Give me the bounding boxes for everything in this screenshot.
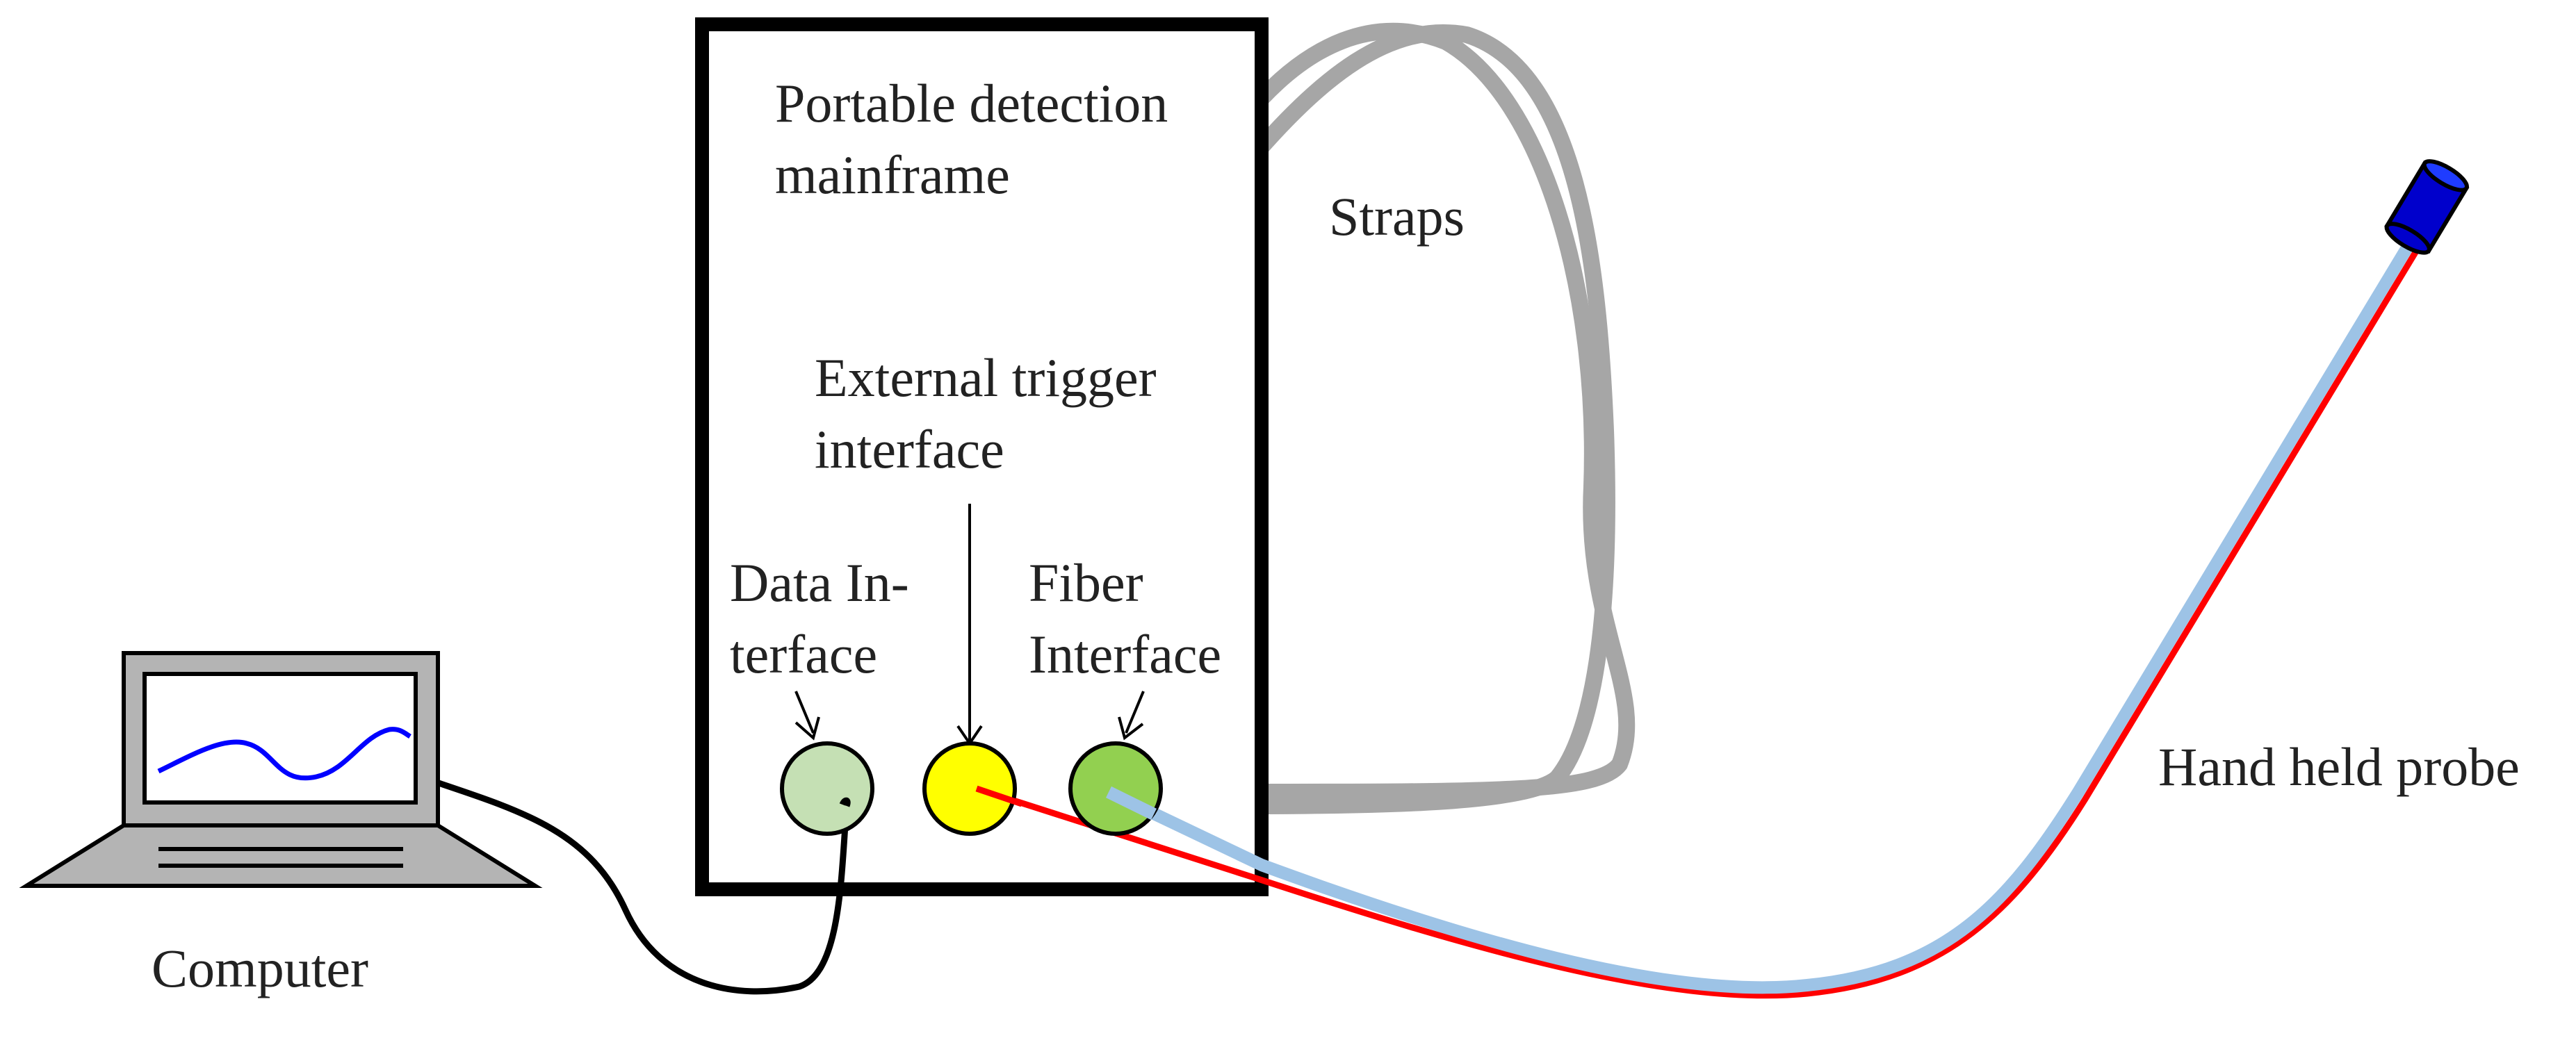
data-interface-label-line1: Data In-: [730, 552, 909, 613]
mainframe-box: [695, 17, 1269, 896]
fiber-cable: [1106, 236, 2418, 994]
screen-waveform: [157, 727, 411, 781]
fiber-interface-label-line2: Interface: [1029, 624, 1221, 684]
data-interface-port[interactable]: [780, 741, 874, 836]
probe-label: Hand held probe: [2158, 736, 2520, 797]
laptop-computer: [19, 651, 543, 888]
data-interface-arrowhead: [794, 716, 820, 741]
fiber-interface-label: Fiber Interface: [1029, 552, 1221, 684]
external-trigger-port[interactable]: [922, 741, 1017, 836]
computer-label: Computer: [152, 938, 368, 998]
data-cable-stub: [839, 797, 851, 807]
probe-tip-base: [2384, 222, 2431, 255]
data-interface-arrow: [794, 691, 815, 734]
straps: [1236, 22, 1636, 814]
strap-loop-inner: [1236, 24, 1615, 814]
probe-tip-cap: [2422, 159, 2469, 192]
probe-tip: [2384, 159, 2470, 255]
data-cable: [433, 778, 850, 995]
mainframe-label-line2: mainframe: [775, 145, 1010, 205]
straps-label: Straps: [1329, 186, 1465, 247]
data-interface-label-line2: terface: [730, 624, 877, 684]
fiber-interface-label-line1: Fiber: [1029, 552, 1143, 613]
mainframe-label-line1: Portable detection: [775, 73, 1168, 133]
fiber-interface-arrow: [1125, 691, 1145, 734]
laptop-base: [19, 823, 543, 888]
mainframe-label: Portable detection mainframe: [775, 73, 1182, 205]
data-interface-label: Data In- terface: [730, 552, 922, 684]
external-trigger-label: External trigger interface: [815, 347, 1170, 479]
pointer-arrows: [794, 504, 1145, 746]
external-trigger-label-line1: External trigger: [815, 347, 1157, 408]
trigger-wire: [975, 245, 2422, 999]
fiber-interface-arrowhead: [1118, 716, 1144, 741]
fiber-cable-stub: [1106, 786, 1157, 821]
external-trigger-label-line2: interface: [815, 419, 1004, 479]
trigger-wire-stub: [975, 785, 1023, 807]
